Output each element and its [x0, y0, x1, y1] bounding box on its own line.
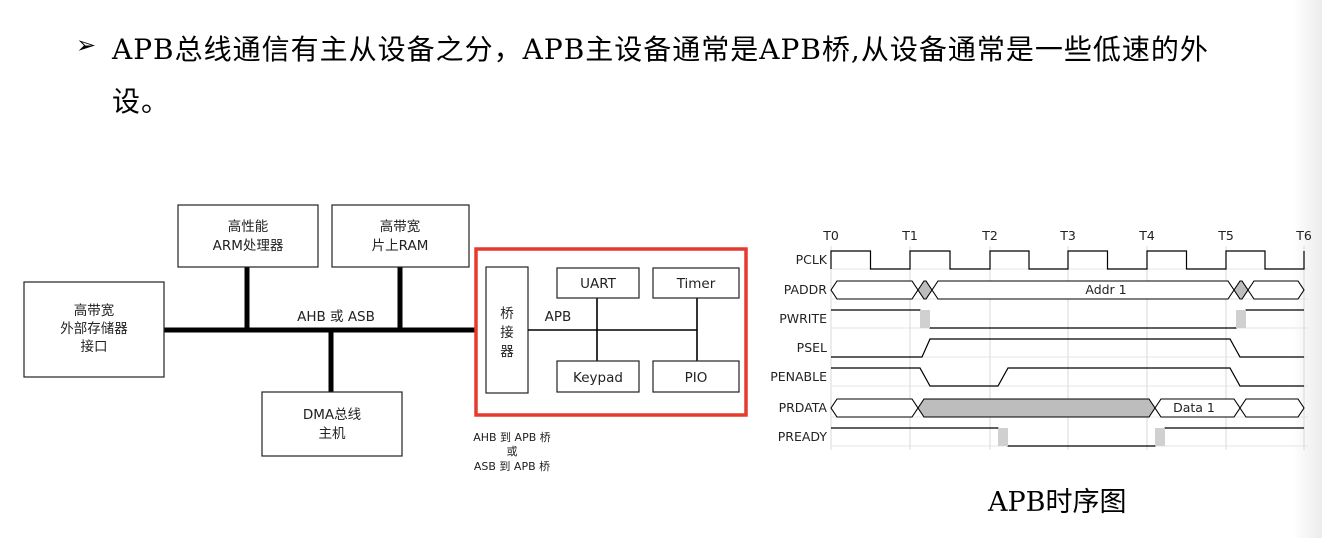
uart-label: UART — [580, 276, 617, 292]
keypad-box — [556, 360, 640, 393]
paddr-invalid-2 — [1247, 280, 1305, 300]
pclk-waveform — [830, 250, 1305, 270]
timer-box — [652, 267, 740, 299]
bridge-caption-2: 或 — [507, 445, 518, 458]
bridge-caption-3: ASB 到 APB 桥 — [474, 460, 550, 473]
time-label: T4 — [1138, 228, 1155, 243]
prdata-idle-1 — [830, 398, 919, 418]
apb-bridge-highlight — [474, 247, 748, 417]
signal-label: PSEL — [797, 340, 827, 355]
dma-label-2: 主机 — [319, 426, 346, 442]
bullet-text: APB总线通信有主从设备之分，APB主设备通常是APB桥,从设备通常是一些低速的… — [112, 33, 1209, 118]
timing-title: APB时序图 — [988, 487, 1127, 518]
signal-label: PRDATA — [779, 400, 828, 415]
bridge-box — [485, 266, 529, 394]
dma-box — [261, 391, 403, 457]
pready-transition-2 — [1155, 428, 1165, 446]
ram-box — [331, 204, 470, 268]
pwrite-transition-1 — [920, 310, 930, 328]
pready-waveform — [831, 427, 1304, 447]
bridge-label-3: 器 — [500, 344, 514, 360]
bridge-label-2: 接 — [500, 324, 514, 341]
psel-waveform — [831, 338, 1304, 358]
ext-mem-label-3: 接口 — [81, 338, 108, 355]
paddr-addr-label: Addr 1 — [1085, 282, 1126, 297]
prdata-data-label: Data 1 — [1173, 400, 1215, 415]
paddr-transition-1 — [917, 280, 933, 300]
penable-waveform — [831, 367, 1304, 387]
dma-label-1: DMA总线 — [303, 407, 361, 423]
bridge-caption-1: AHB 到 APB 桥 — [473, 431, 551, 444]
ram-label-2: 片上RAM — [372, 238, 429, 254]
arm-label-1: 高性能 — [228, 218, 269, 235]
pio-box — [652, 360, 740, 393]
apb-bus-label: APB — [545, 309, 572, 325]
signal-label: PENABLE — [770, 369, 827, 384]
time-label: T1 — [901, 228, 918, 243]
ahb-bus-label: AHB 或 ASB — [297, 309, 375, 325]
prdata-invalid — [917, 398, 1156, 418]
pwrite-waveform — [831, 309, 1304, 329]
signal-label: PREADY — [778, 429, 828, 444]
time-label: T6 — [1295, 228, 1312, 243]
bridge-label-1: 桥 — [500, 306, 514, 322]
arm-label-2: ARM处理器 — [213, 238, 284, 254]
signal-label: PADDR — [784, 282, 828, 297]
ext-mem-label-2: 外部存储器 — [60, 321, 128, 337]
time-label: T5 — [1217, 228, 1234, 243]
pio-label: PIO — [685, 370, 708, 386]
keypad-label: Keypad — [573, 370, 623, 386]
paddr-transition-2 — [1233, 280, 1249, 300]
signal-label: PWRITE — [779, 311, 827, 326]
paddr-invalid-1 — [830, 280, 919, 300]
uart-box — [556, 267, 640, 299]
ram-label-1: 高带宽 — [380, 218, 421, 235]
arm-box — [177, 204, 319, 268]
signal-label: PCLK — [796, 252, 828, 267]
prdata-idle-2 — [1239, 398, 1305, 418]
bullet-arrow-icon: ➢ — [76, 31, 97, 59]
pwrite-transition-2 — [1236, 310, 1246, 328]
ext-mem-label-1: 高带宽 — [74, 302, 115, 319]
paddr-valid — [931, 280, 1235, 300]
ext-mem-box — [23, 281, 165, 378]
time-label: T2 — [981, 228, 998, 243]
time-label: T0 — [822, 228, 839, 243]
pready-transition-1 — [998, 428, 1008, 446]
timer-label: Timer — [676, 276, 716, 292]
time-label: T3 — [1059, 228, 1076, 243]
